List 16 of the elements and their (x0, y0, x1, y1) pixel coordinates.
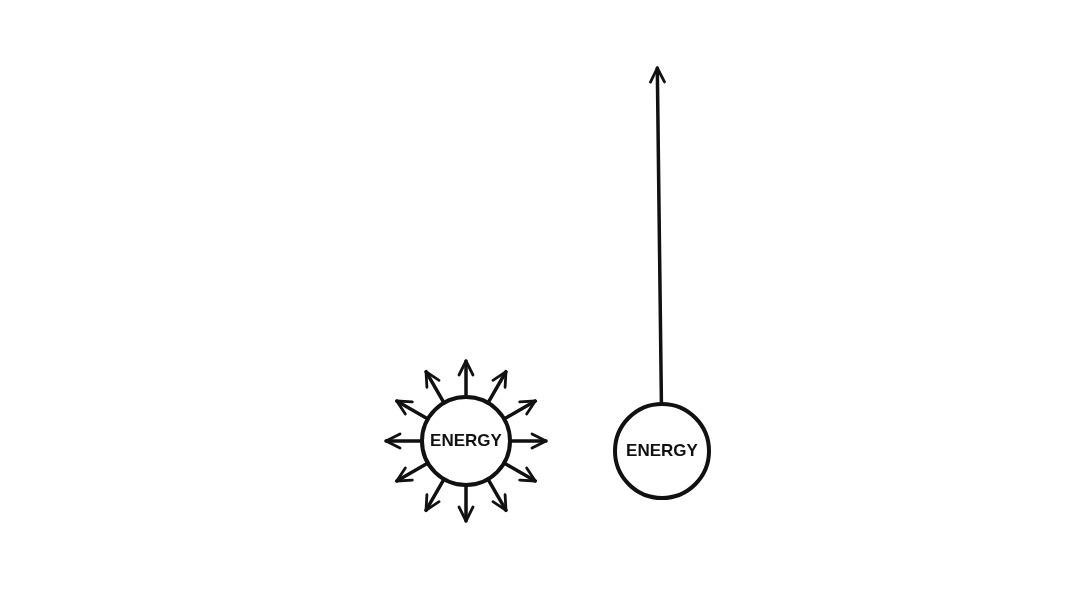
arrow (457, 485, 475, 523)
arrow (649, 66, 666, 404)
arrow (504, 462, 538, 483)
energy-circle (420, 395, 512, 487)
arrow (394, 462, 428, 483)
arrow (504, 399, 538, 420)
arrow (487, 479, 508, 513)
energy-label: ENERGY (430, 431, 502, 451)
arrow (424, 369, 445, 403)
arrow (384, 432, 422, 450)
arrow (510, 432, 548, 450)
arrow (487, 369, 508, 403)
arrow (394, 399, 428, 420)
energy-label: ENERGY (626, 441, 698, 461)
arrow (457, 359, 475, 397)
arrow (424, 479, 445, 513)
